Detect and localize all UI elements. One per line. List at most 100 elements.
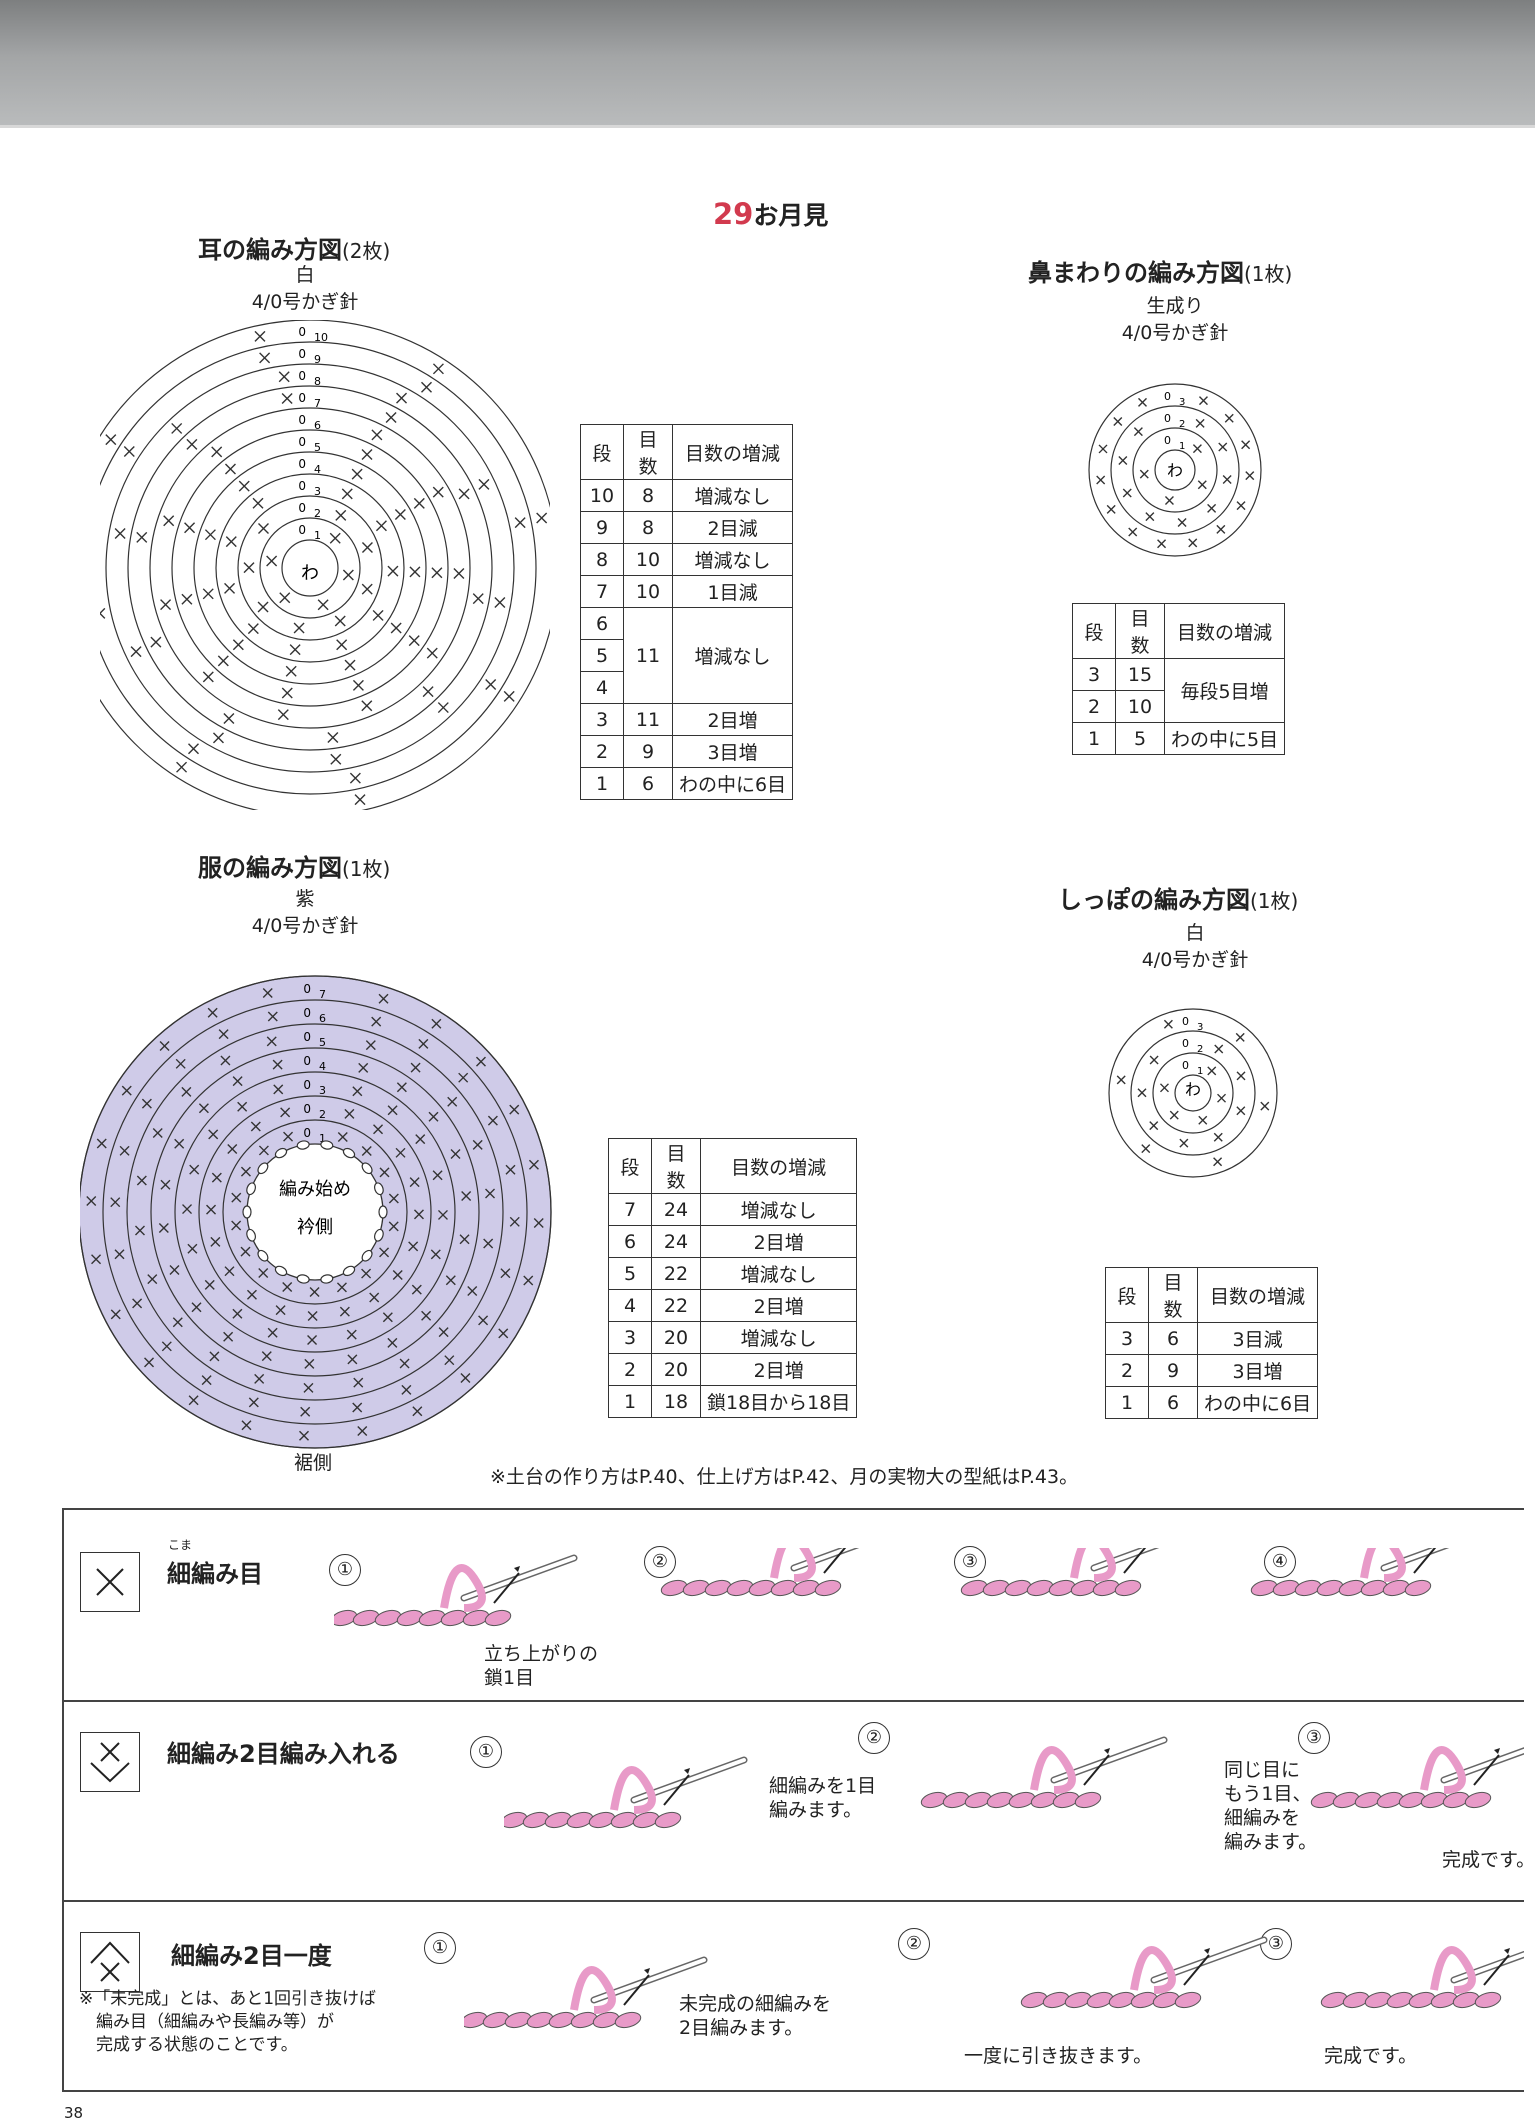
stitch-mark — [1198, 396, 1208, 406]
stitch-mark — [119, 1145, 130, 1156]
dec-caption-2: 一度に引き抜きます。 — [964, 2045, 1153, 2067]
stitch-mark — [418, 1038, 429, 1049]
stitch-mark — [172, 1317, 183, 1328]
decrease-title: 細編み2目一度 — [171, 1942, 332, 1970]
stitch-mark — [289, 644, 301, 656]
stitch-mark — [401, 1384, 412, 1395]
table-cell: 2目増 — [699, 1225, 858, 1258]
chain-stitch — [374, 1228, 384, 1242]
stitch-mark — [523, 1275, 534, 1286]
table-cell: 増減なし — [671, 607, 794, 704]
chain-stitch — [274, 1265, 288, 1277]
stitch-mark — [1177, 518, 1187, 528]
stitch-mark — [147, 1274, 158, 1285]
stitch-mark — [379, 1247, 390, 1258]
stitch-mark — [257, 523, 269, 535]
stitch-mark — [487, 1115, 498, 1126]
table-cell: 1目減 — [671, 575, 794, 608]
round-number: 1 — [1197, 1066, 1203, 1077]
stitch-mark — [467, 1286, 478, 1297]
stitch-mark — [1217, 1093, 1227, 1103]
stitch-mark — [1236, 1106, 1246, 1116]
stitch-mark — [1198, 1115, 1208, 1125]
stitch-mark — [375, 520, 387, 532]
stitch-mark — [110, 1309, 121, 1320]
stitch-mark — [483, 1238, 494, 1249]
stitch-mark — [447, 1096, 458, 1107]
stitch-mark — [134, 1225, 145, 1236]
table-cell: 増減なし — [699, 1321, 858, 1354]
round-ring — [150, 1047, 480, 1377]
stitch-mark — [412, 1406, 423, 1417]
round-number: 1 — [319, 1132, 326, 1145]
stitch-mark — [207, 1007, 218, 1018]
round-number: 7 — [319, 988, 326, 1001]
stitch-mark — [409, 566, 421, 578]
inc-illustrations — [504, 1736, 1524, 1829]
inc-step-3: ③ — [1298, 1722, 1330, 1754]
stitch-mark — [336, 639, 348, 651]
stitch-mark — [175, 1058, 186, 1069]
stitch-mark — [432, 1170, 443, 1181]
stitch-mark — [437, 702, 449, 714]
inc-caption-3: 完成です。 — [1442, 1849, 1535, 1871]
round-ring — [127, 385, 493, 751]
table-cell: 10 — [1115, 690, 1165, 723]
chain-label: 0 — [298, 325, 306, 339]
stitch-mark — [114, 1249, 125, 1260]
chain-stitch — [342, 1147, 356, 1159]
sc-step-1: ① — [329, 1554, 361, 1586]
inc-step-2: ② — [858, 1722, 890, 1754]
table-cell: 8 — [580, 543, 624, 576]
stitch-mark — [1145, 512, 1155, 522]
stitch-mark — [317, 599, 329, 611]
round-ring — [1108, 1008, 1278, 1178]
stitch-mark — [278, 371, 290, 383]
table-cell: 目数 — [623, 424, 673, 480]
sc-step-3: ③ — [954, 1546, 986, 1578]
direction-arrow-icon — [1483, 1954, 1510, 1986]
stitch-mark — [421, 1310, 432, 1321]
tail-title-text: しっぽの編み方図 — [1058, 886, 1250, 914]
stitch-mark — [354, 794, 366, 806]
stitch-mark — [385, 411, 397, 423]
stitch-mark — [217, 655, 229, 667]
stitch-mark — [334, 615, 346, 627]
stitch-mark — [408, 635, 420, 647]
round-ring — [237, 495, 383, 641]
stitch-mark — [472, 1139, 483, 1150]
table-cell: 3 — [1072, 658, 1116, 691]
round-number: 2 — [314, 507, 321, 520]
stitch-mark — [240, 1166, 251, 1177]
round-ring — [222, 1119, 408, 1305]
round-number: 9 — [314, 353, 321, 366]
project-number: 29 — [713, 197, 754, 231]
stitch-mark — [472, 593, 484, 605]
sc-caption-line1: 立ち上がりの — [484, 1643, 599, 1665]
stitch-mark — [304, 1358, 315, 1369]
stitch-mark — [361, 1268, 372, 1279]
stitch-mark — [160, 599, 172, 611]
stitch-mark — [459, 1234, 470, 1245]
single-crochet-title: 細編み目 — [167, 1560, 263, 1588]
sc-caption-2: 鎖1目 — [484, 1667, 535, 1689]
chain-stitch — [274, 1147, 288, 1159]
inc-illust-2 — [920, 1736, 1168, 1809]
chain-label: 0 — [1182, 1037, 1189, 1050]
round-number: 2 — [1197, 1044, 1203, 1055]
stitch-mark — [438, 1327, 449, 1338]
stitch-mark — [373, 1124, 384, 1135]
chain-label: 0 — [1164, 390, 1171, 403]
center-ring — [1154, 449, 1196, 491]
table-cell: 11 — [623, 703, 673, 736]
chain-stitch — [246, 1228, 256, 1242]
stitch-mark — [1235, 1032, 1245, 1042]
stitch-mark — [224, 463, 236, 475]
stitch-mark — [1098, 444, 1108, 454]
